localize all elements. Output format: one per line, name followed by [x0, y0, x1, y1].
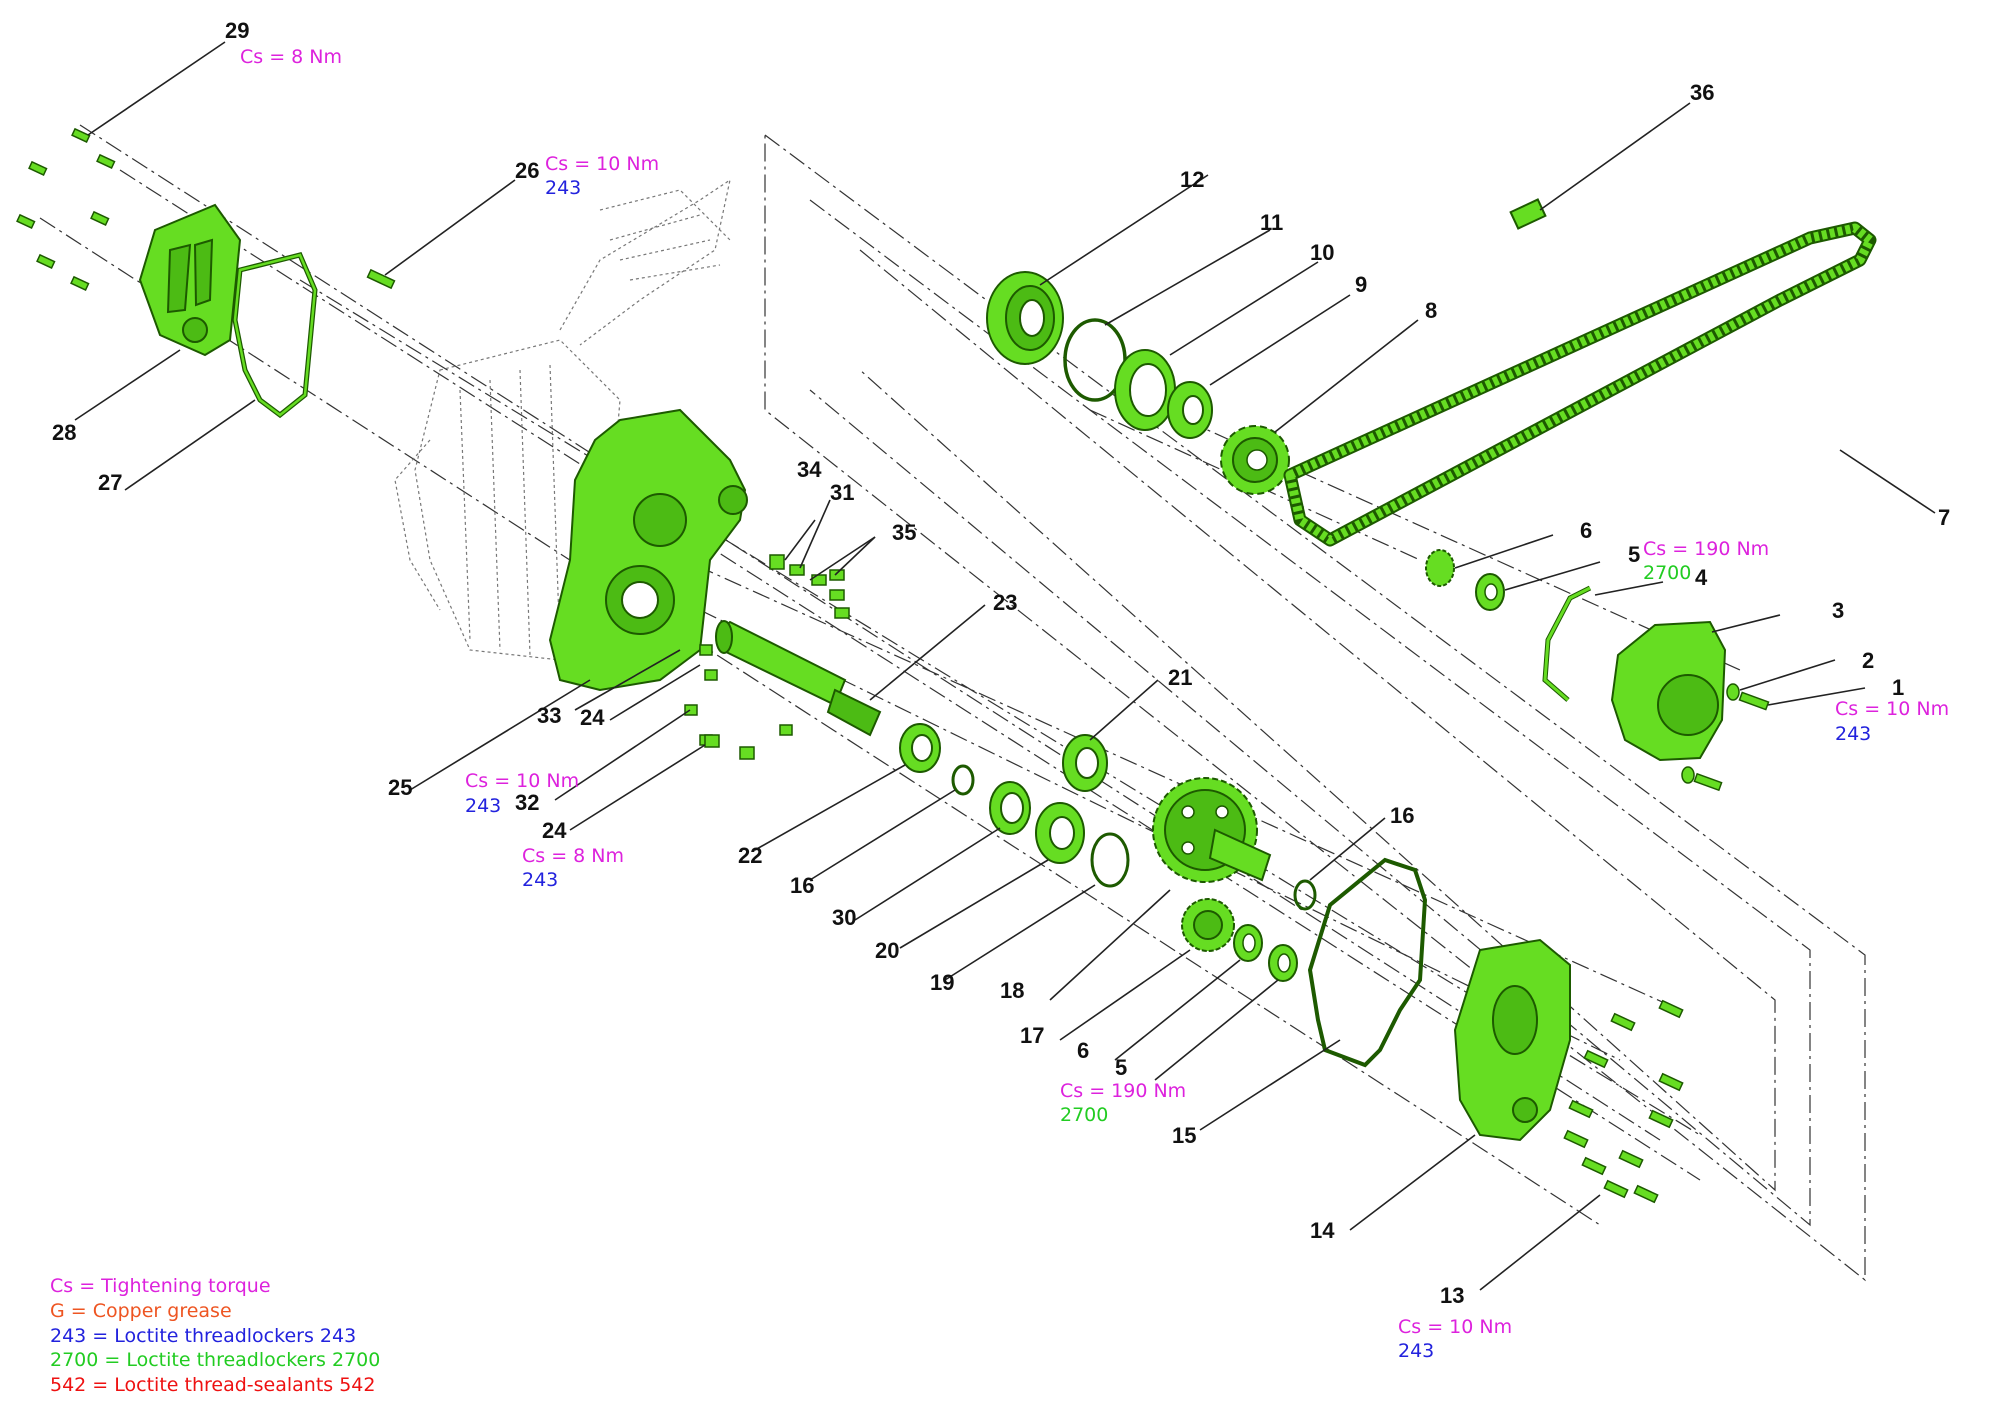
- callout-18: 18: [1000, 978, 1024, 1003]
- spec-labels: Cs = 8 Nm Cs = 10 Nm 243 Cs = 190 Nm 270…: [240, 46, 1949, 1362]
- engine-block-ghost: [394, 178, 731, 661]
- part-28-left-cover: [138, 203, 242, 357]
- part-3-sprocket-cover: [1610, 620, 1727, 762]
- callout-1: 1: [1892, 675, 1904, 700]
- callout-11: 11: [1260, 210, 1283, 235]
- part-15-gasket: [1307, 857, 1428, 1068]
- callout-30: 30: [832, 905, 856, 930]
- part-17-small-gear: [1181, 898, 1235, 952]
- part-12-bearing: [986, 271, 1064, 365]
- callout-4: 4: [1695, 565, 1708, 590]
- spec-26-torque: Cs = 10 Nm: [545, 153, 659, 175]
- spec-5-lower-torque: Cs = 190 Nm: [1060, 1080, 1186, 1102]
- spec-32-loctite: 243: [465, 795, 501, 817]
- spec-24-loctite: 243: [522, 869, 558, 891]
- callout-23: 23: [993, 590, 1017, 615]
- callout-numbers: 1 2 3 4 5 6 7 8 9 10 11 12 13 14 15 16 1…: [52, 18, 1950, 1308]
- spec-13-loctite: 243: [1398, 1340, 1434, 1362]
- part-7-chain-links: [1285, 223, 1875, 545]
- part-36-master-link: [1509, 198, 1547, 230]
- part-6-5-lower-nut-washer: [1233, 924, 1298, 982]
- spec-1-torque: Cs = 10 Nm: [1835, 698, 1949, 720]
- legend-loctite-2700: 2700 = Loctite threadlockers 2700: [50, 1349, 380, 1371]
- callout-35: 35: [892, 520, 916, 545]
- spec-26-loctite: 243: [545, 177, 581, 199]
- callout-16-right: 16: [1390, 803, 1414, 828]
- callout-13: 13: [1440, 1283, 1464, 1308]
- part-13-bolts: [1563, 999, 1684, 1204]
- callout-9: 9: [1355, 272, 1367, 297]
- callout-31: 31: [830, 480, 854, 505]
- part-4-lock-plate-inner: [1543, 586, 1591, 702]
- callout-6-lower: 6: [1077, 1038, 1089, 1063]
- part-18-large-gear: [1152, 777, 1272, 883]
- callout-12: 12: [1180, 167, 1204, 192]
- callout-3: 3: [1832, 598, 1844, 623]
- callout-33: 33: [537, 703, 561, 728]
- part-9-spacer: [1167, 381, 1213, 439]
- legend-loctite-243: 243 = Loctite threadlockers 243: [50, 1325, 356, 1347]
- part-2-1-washer-bolt: [1681, 683, 1770, 792]
- legend-torque: Cs = Tightening torque: [50, 1275, 271, 1297]
- spec-24-torque: Cs = 8 Nm: [522, 845, 624, 867]
- spec-13-torque: Cs = 10 Nm: [1398, 1316, 1512, 1338]
- part-25-main-housing: [548, 408, 748, 692]
- callout-2: 2: [1862, 648, 1874, 673]
- callout-27: 27: [98, 470, 122, 495]
- callout-28: 28: [52, 420, 76, 445]
- callout-24-lower: 24: [542, 818, 567, 843]
- callout-5-upper: 5: [1628, 542, 1640, 567]
- legend: Cs = Tightening torque G = Copper grease…: [50, 1275, 380, 1396]
- callout-25: 25: [388, 775, 412, 800]
- spec-5-lower-loctite: 2700: [1060, 1104, 1108, 1126]
- leader-lines: [74, 41, 1936, 1291]
- part-14-right-cover: [1453, 938, 1571, 1142]
- callout-21: 21: [1168, 665, 1192, 690]
- callout-19: 19: [930, 970, 954, 995]
- callout-17: 17: [1020, 1023, 1044, 1048]
- parts-31-34-35: [684, 554, 850, 760]
- callout-15: 15: [1172, 1123, 1196, 1148]
- callout-32: 32: [515, 790, 539, 815]
- callout-22: 22: [738, 843, 762, 868]
- part-21-bearing: [1062, 734, 1108, 792]
- part-27-gasket-inner: [233, 253, 317, 417]
- part-19-circlip: [1090, 832, 1130, 888]
- legend-copper-grease: G = Copper grease: [50, 1300, 232, 1322]
- part-10-seal: [1114, 349, 1176, 431]
- callout-36: 36: [1690, 80, 1714, 105]
- callout-26: 26: [515, 158, 539, 183]
- part-30-seal: [989, 781, 1031, 835]
- callout-20: 20: [875, 938, 899, 963]
- spec-32-torque: Cs = 10 Nm: [465, 770, 579, 792]
- spec-1-loctite: 243: [1835, 723, 1871, 745]
- callout-8: 8: [1425, 298, 1437, 323]
- spec-29-torque: Cs = 8 Nm: [240, 46, 342, 68]
- part-8-sprocket: [1220, 425, 1290, 495]
- callout-34: 34: [797, 457, 822, 482]
- callout-5-lower: 5: [1115, 1055, 1127, 1080]
- part-27-gasket: [232, 252, 318, 419]
- part-22-bearing: [899, 723, 941, 773]
- part-16-right-circlip: [1293, 879, 1317, 911]
- callout-7: 7: [1938, 505, 1950, 530]
- part-20-bearing: [1035, 802, 1085, 864]
- part-29-bolts: [16, 127, 396, 292]
- spec-5-upper-loctite: 2700: [1643, 562, 1691, 584]
- callout-14: 14: [1310, 1218, 1335, 1243]
- callout-16-left: 16: [790, 873, 814, 898]
- callout-29: 29: [225, 18, 249, 43]
- callout-24-upper: 24: [580, 705, 605, 730]
- part-6-5-upper-nut-washer: [1425, 549, 1505, 611]
- part-7-chain: [1283, 221, 1877, 547]
- legend-loctite-542: 542 = Loctite thread-sealants 542: [50, 1374, 375, 1396]
- callout-10: 10: [1310, 240, 1334, 265]
- part-23-shaft: [715, 620, 882, 737]
- callout-6-upper: 6: [1580, 518, 1592, 543]
- spec-5-upper-torque: Cs = 190 Nm: [1643, 538, 1769, 560]
- part-16-circlip: [951, 764, 975, 796]
